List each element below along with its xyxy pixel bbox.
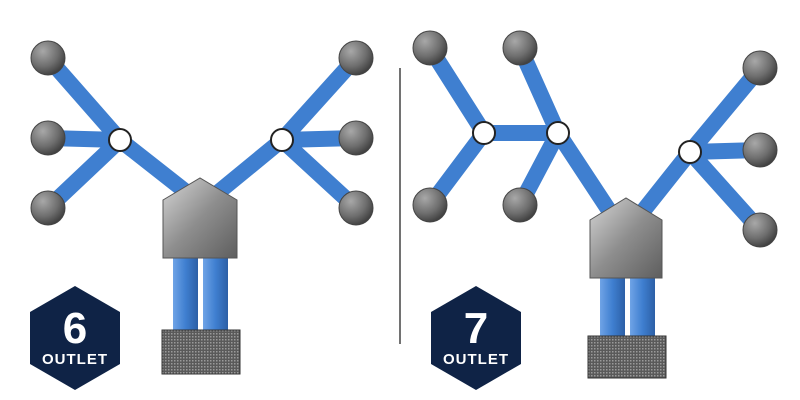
outlet-ball xyxy=(30,40,66,76)
outlet-ball xyxy=(502,30,538,66)
branch-pipe xyxy=(207,132,290,203)
outlet-ball xyxy=(412,187,448,223)
diagram-seven-outlet: 7 OUTLET xyxy=(412,30,778,390)
branch-pipe xyxy=(274,50,364,148)
outlet-badge: 7 OUTLET xyxy=(431,286,521,390)
outlet-ball xyxy=(742,212,778,248)
outlet-ball xyxy=(412,30,448,66)
junction-node xyxy=(546,121,570,145)
badge-number: 6 xyxy=(63,304,87,353)
badge-label: OUTLET xyxy=(42,351,108,368)
branch-pipe xyxy=(112,132,198,203)
badge-label: OUTLET xyxy=(443,351,509,368)
branch-pipe xyxy=(632,144,698,223)
junction-node xyxy=(270,128,294,152)
outlet-ball xyxy=(338,120,374,156)
outlets xyxy=(30,40,374,226)
down-pipe xyxy=(600,277,625,339)
down-pipe xyxy=(630,277,655,339)
branch-pipe xyxy=(40,50,128,148)
junction-node xyxy=(472,121,496,145)
outlets xyxy=(412,30,778,248)
outlet-ball xyxy=(338,40,374,76)
filter-mesh xyxy=(587,335,667,379)
junction-node xyxy=(678,140,702,164)
outlet-badge: 6 OUTLET xyxy=(30,286,120,390)
branch-pipe xyxy=(550,125,620,223)
outlet-ball xyxy=(30,190,66,226)
branch-pipes xyxy=(40,50,364,216)
junction-node xyxy=(108,128,132,152)
down-pipe xyxy=(203,258,228,333)
outlet-ball xyxy=(338,190,374,226)
branch-pipe xyxy=(682,60,768,160)
manifold-body xyxy=(589,197,663,279)
outlet-ball xyxy=(742,132,778,168)
outlet-ball xyxy=(742,50,778,86)
filter-mesh xyxy=(161,329,241,375)
down-pipe xyxy=(173,258,198,333)
badge-number: 7 xyxy=(464,304,488,353)
manifold-body xyxy=(162,177,238,259)
outlet-ball xyxy=(30,120,66,156)
outlet-ball xyxy=(502,187,538,223)
diagram-six-outlet: 6 OUTLET xyxy=(30,40,374,390)
